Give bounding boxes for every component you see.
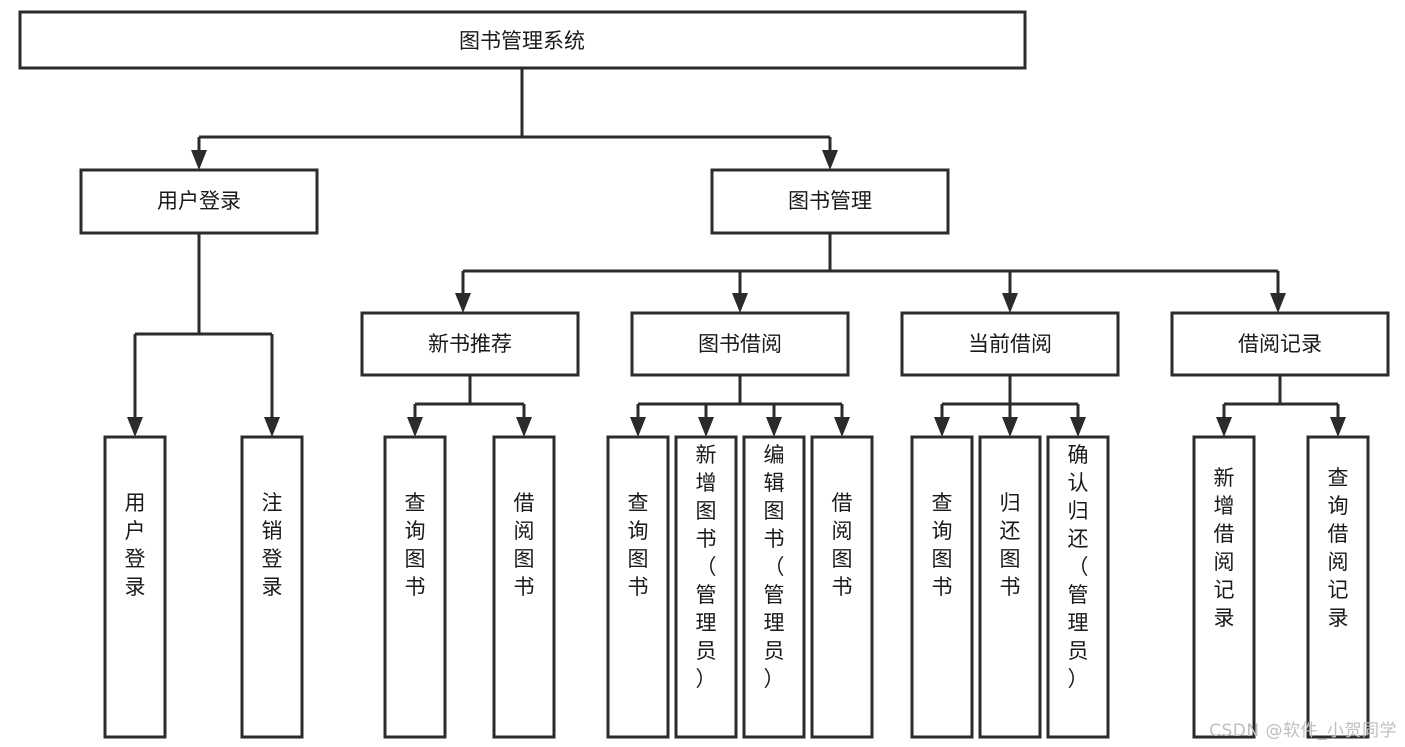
node-borrow-record-label: 借阅记录 <box>1238 332 1322 356</box>
node-root-system[interactable]: 图书管理系统 <box>18 10 1027 70</box>
node-current-borrow-label: 当前借阅 <box>968 332 1052 356</box>
arrowhead-record-leaf-2 <box>1330 417 1346 437</box>
leaf-borrow-query-book-label: 查询图书 <box>628 491 649 599</box>
leaf-borrow-add-book-box[interactable] <box>674 435 738 739</box>
node-new-book-recommend-box[interactable] <box>360 311 580 377</box>
leaf-borrow-edit-book[interactable]: 编辑图书（管理员） <box>742 435 806 739</box>
arrowhead-borrow-leaf-4 <box>834 417 850 437</box>
arrowhead-borrow-leaf-2 <box>698 417 714 437</box>
arrowhead-user-login <box>191 150 207 170</box>
leaf-borrow-query-book[interactable]: 查询图书 <box>606 435 670 739</box>
node-new-book-recommend[interactable]: 新书推荐 <box>360 311 580 377</box>
leaf-record-add[interactable]: 新增借阅记录 <box>1192 435 1256 739</box>
leaf-borrow-add-book-label: 新增图书（管理员） <box>696 443 717 691</box>
node-book-management-box[interactable] <box>710 168 950 235</box>
leaf-record-query[interactable]: 查询借阅记录 <box>1306 435 1370 739</box>
leaf-user-login-label: 用户登录 <box>125 491 146 599</box>
leaf-borrow-add-book[interactable]: 新增图书（管理员） <box>674 435 738 739</box>
leaf-current-return-book-label: 归还图书 <box>1000 491 1021 599</box>
connector-layer <box>127 68 1346 437</box>
leaf-logout-box[interactable] <box>240 435 304 739</box>
leaf-recommend-query-book[interactable]: 查询图书 <box>383 435 447 739</box>
leaf-borrow-borrow-book-label: 借阅图书 <box>832 491 853 599</box>
node-book-management[interactable]: 图书管理 <box>710 168 950 235</box>
node-borrow-record[interactable]: 借阅记录 <box>1170 311 1390 377</box>
arrowhead-current-leaf-1 <box>934 417 950 437</box>
leaf-current-query-book[interactable]: 查询图书 <box>910 435 974 739</box>
node-user-login-label: 用户登录 <box>157 189 241 213</box>
arrowhead-leaf-user-login <box>127 417 143 437</box>
node-user-login[interactable]: 用户登录 <box>79 168 319 235</box>
leaf-current-confirm-return[interactable]: 确认归还（管理员） <box>1046 435 1110 739</box>
arrowhead-new-book-recommend <box>455 293 471 313</box>
node-new-book-recommend-label: 新书推荐 <box>428 332 512 356</box>
node-book-management-label: 图书管理 <box>788 189 872 213</box>
node-user-login-box[interactable] <box>79 168 319 235</box>
arrowhead-recommend-leaf-1 <box>407 417 423 437</box>
leaf-borrow-query-book-box[interactable] <box>606 435 670 739</box>
arrowhead-borrow-leaf-1 <box>630 417 646 437</box>
arrowhead-current-borrow <box>1002 293 1018 313</box>
leaf-current-query-book-label: 查询图书 <box>932 491 953 599</box>
arrowhead-leaf-logout <box>264 417 280 437</box>
leaf-record-add-box[interactable] <box>1192 435 1256 739</box>
arrowhead-book-mgmt <box>822 150 838 170</box>
leaf-borrow-edit-book-label: 编辑图书（管理员） <box>764 443 785 691</box>
leaf-record-add-label: 新增借阅记录 <box>1214 466 1235 630</box>
leaf-user-login-box[interactable] <box>103 435 167 739</box>
arrowhead-current-leaf-3 <box>1070 417 1086 437</box>
leaf-borrow-borrow-book-box[interactable] <box>810 435 874 739</box>
arrowhead-recommend-leaf-2 <box>516 417 532 437</box>
leaf-current-return-book-box[interactable] <box>978 435 1042 739</box>
leaf-current-query-book-box[interactable] <box>910 435 974 739</box>
node-book-borrow-box[interactable] <box>630 311 850 377</box>
leaf-recommend-borrow-book-label: 借阅图书 <box>514 491 535 599</box>
arrowhead-record-leaf-1 <box>1216 417 1232 437</box>
leaf-recommend-query-book-box[interactable] <box>383 435 447 739</box>
arrowhead-borrow-leaf-3 <box>766 417 782 437</box>
node-book-borrow[interactable]: 图书借阅 <box>630 311 850 377</box>
node-root-system-box[interactable] <box>18 10 1027 70</box>
leaf-recommend-borrow-book-box[interactable] <box>492 435 556 739</box>
leaf-current-return-book[interactable]: 归还图书 <box>978 435 1042 739</box>
leaf-record-query-label: 查询借阅记录 <box>1328 466 1349 630</box>
node-root-system-label: 图书管理系统 <box>459 29 585 53</box>
arrowhead-current-leaf-2 <box>1002 417 1018 437</box>
leaf-logout-label: 注销登录 <box>262 491 283 599</box>
leaf-current-confirm-return-label: 确认归还（管理员） <box>1068 443 1089 691</box>
leaf-user-login[interactable]: 用户登录 <box>103 435 167 739</box>
node-current-borrow[interactable]: 当前借阅 <box>900 311 1120 377</box>
node-borrow-record-box[interactable] <box>1170 311 1390 377</box>
leaf-borrow-borrow-book[interactable]: 借阅图书 <box>810 435 874 739</box>
node-book-borrow-label: 图书借阅 <box>698 332 782 356</box>
leaf-recommend-borrow-book[interactable]: 借阅图书 <box>492 435 556 739</box>
leaf-recommend-query-book-label: 查询图书 <box>405 491 426 599</box>
arrowhead-borrow-record <box>1270 293 1286 313</box>
node-current-borrow-box[interactable] <box>900 311 1120 377</box>
leaf-borrow-edit-book-box[interactable] <box>742 435 806 739</box>
leaf-current-confirm-return-box[interactable] <box>1046 435 1110 739</box>
arrowhead-book-borrow <box>732 293 748 313</box>
leaf-logout[interactable]: 注销登录 <box>240 435 304 739</box>
leaf-record-query-box[interactable] <box>1306 435 1370 739</box>
